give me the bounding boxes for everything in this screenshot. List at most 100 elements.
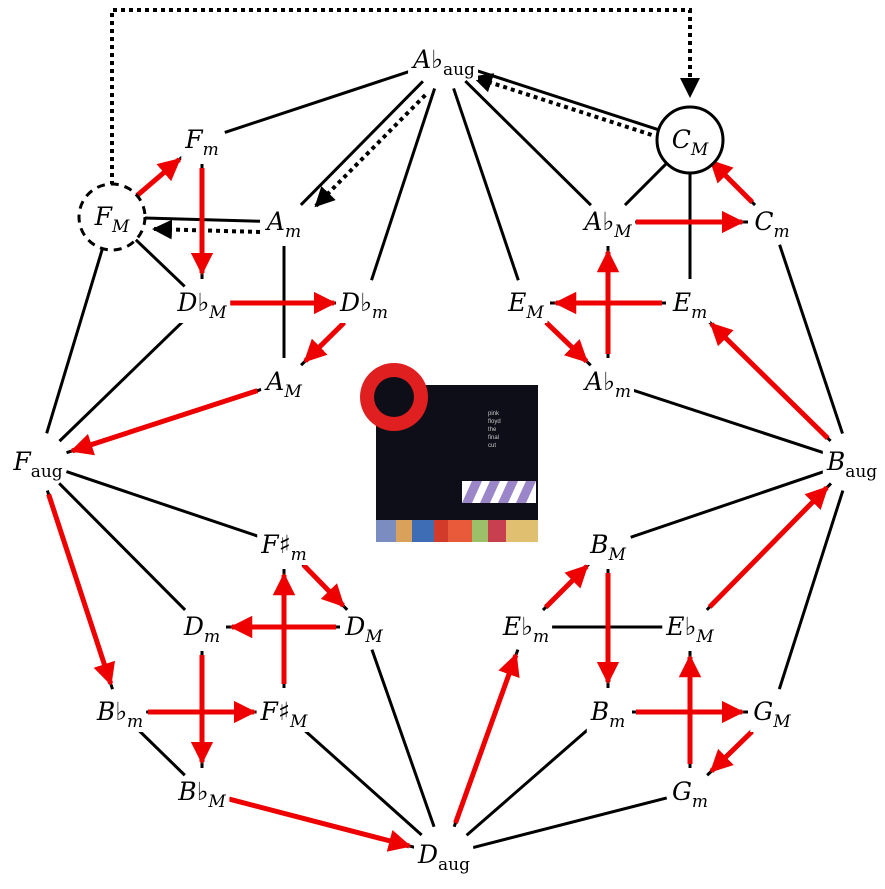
node-quality: m	[774, 222, 790, 242]
node-accidental: ♭	[197, 777, 209, 806]
node-label-F_m: Fm	[184, 125, 218, 160]
node-root: F	[260, 530, 280, 559]
node-label-backdrop-G_M	[750, 697, 795, 732]
node-marker-layer	[77, 105, 725, 252]
node-label-B_m: Bm	[590, 697, 626, 732]
node-root: D	[417, 840, 438, 869]
node-quality: m	[615, 382, 631, 402]
node-quality: m	[692, 792, 708, 812]
node-quality: M	[772, 712, 791, 732]
node-label-Eb_m: E♭m	[502, 612, 549, 647]
node-label-backdrop-D_m	[179, 612, 224, 647]
node-quality: M	[364, 627, 383, 647]
node-quality: m	[609, 712, 625, 732]
node-label-backdrop-Bb_M	[174, 777, 230, 812]
edge-F_M-F_aug	[45, 239, 107, 434]
node-label-backdrop-Ab_aug	[408, 45, 479, 80]
dotted-arrow-F_M-C_M	[110, 8, 700, 185]
node-quality: m	[204, 627, 220, 647]
node-quality: m	[127, 712, 143, 732]
node-root: E	[502, 612, 521, 641]
album-title-text: pink floyd the final cut	[488, 411, 501, 449]
node-label-F_M: FM	[94, 202, 130, 237]
edge-B_m-D_aug	[465, 726, 591, 837]
node-quality: aug	[443, 60, 475, 80]
node-label-Bb_m: B♭m	[96, 697, 143, 732]
node-quality: m	[285, 222, 301, 242]
red-arrow-Eb_m-B_M	[544, 564, 589, 609]
node-label-F_aug: Faug	[12, 447, 62, 482]
node-accidental: ♯	[279, 530, 291, 559]
album-stripe-block	[462, 481, 536, 503]
edge-Ab_aug-A_m	[299, 80, 424, 206]
edge-F_M-A_m	[135, 216, 261, 223]
node-label-Eb_M: E♭M	[665, 612, 714, 647]
red-arrow-Bb_M-D_aug	[228, 796, 412, 852]
edge-Fs_M-D_aug	[300, 726, 423, 837]
node-label-backdrop-F_m	[181, 125, 222, 160]
node-root: E	[672, 288, 691, 317]
node-accidental: ♯	[278, 697, 290, 726]
album-text-line-2: floyd	[488, 419, 501, 425]
node-label-backdrop-B_aug	[822, 447, 881, 482]
album-color-bar	[376, 520, 538, 542]
node-label-Db_m: D♭m	[339, 288, 388, 323]
edge-Ab_aug-E_M	[452, 87, 520, 281]
node-accidental: ♭	[685, 612, 697, 641]
album-circle-hole	[374, 377, 414, 417]
node-label-backdrop-B_m	[586, 697, 629, 732]
node-root: F	[184, 125, 204, 154]
node-quality: aug	[31, 462, 63, 482]
node-quality: aug	[845, 462, 877, 482]
red-arrow-E_M-Ab_m	[544, 320, 589, 363]
node-label-backdrop-Ab_m	[580, 367, 634, 402]
node-label-B_M: BM	[589, 530, 626, 565]
node-quality: m	[203, 140, 219, 160]
edge-C_m-B_aug	[778, 244, 844, 435]
node-label-Ab_M: A♭M	[582, 207, 632, 242]
node-root: C	[672, 125, 691, 154]
node-label-A_M: AM	[264, 367, 302, 402]
node-label-backdrop-F_aug	[9, 447, 66, 482]
edge-F_aug-D_m	[58, 482, 187, 612]
red-arrow-D_aug-Eb_m	[453, 653, 520, 824]
edge-B_aug-B_M	[630, 470, 825, 539]
edge-Ab_aug-C_M	[472, 67, 668, 135]
node-accidental: ♭	[521, 612, 533, 641]
node-accidental: ♭	[360, 288, 372, 317]
node-root: E	[507, 288, 526, 317]
node-root: B	[590, 697, 609, 726]
edge-C_M-Ab_M	[623, 155, 675, 207]
node-root: F	[260, 697, 280, 726]
red-arrow-A_M-F_aug	[70, 388, 259, 456]
node-root: F	[12, 447, 32, 476]
album-text-line-1: pink	[488, 411, 500, 417]
node-quality: M	[207, 792, 226, 812]
node-accidental: ♭	[603, 367, 615, 396]
node-quality: M	[695, 627, 714, 647]
node-quality: aug	[438, 855, 470, 875]
node-label-B_aug: Baug	[826, 447, 877, 482]
dotted-arrow-C_M-Ab_aug	[472, 73, 653, 137]
red-arrow-F_M-F_m	[131, 157, 181, 201]
red-arrow-B_aug-E_m	[709, 322, 830, 440]
edge-Ab_m-B_aug	[630, 388, 824, 455]
node-label-G_M: GM	[753, 697, 791, 732]
album-cover-image: pink floyd the final cut	[360, 363, 538, 542]
node-quality: m	[691, 303, 707, 323]
node-label-backdrop-Fs_M	[256, 697, 312, 732]
node-label-backdrop-Eb_m	[498, 612, 553, 647]
edge-D_M-D_aug	[370, 649, 436, 828]
node-accidental: ♭	[431, 45, 443, 74]
node-label-backdrop-E_M	[504, 288, 548, 323]
node-root: D	[339, 288, 360, 317]
edge-Ab_aug-F_m	[224, 67, 416, 134]
node-label-Ab_aug: A♭aug	[411, 45, 475, 80]
node-marker-F_M	[77, 182, 147, 252]
node-label-backdrop-Db_m	[336, 288, 391, 323]
node-quality: M	[283, 382, 302, 402]
node-label-Db_M: D♭M	[176, 288, 227, 323]
node-label-backdrop-Bb_m	[92, 697, 147, 732]
node-label-D_aug: Daug	[417, 840, 470, 875]
